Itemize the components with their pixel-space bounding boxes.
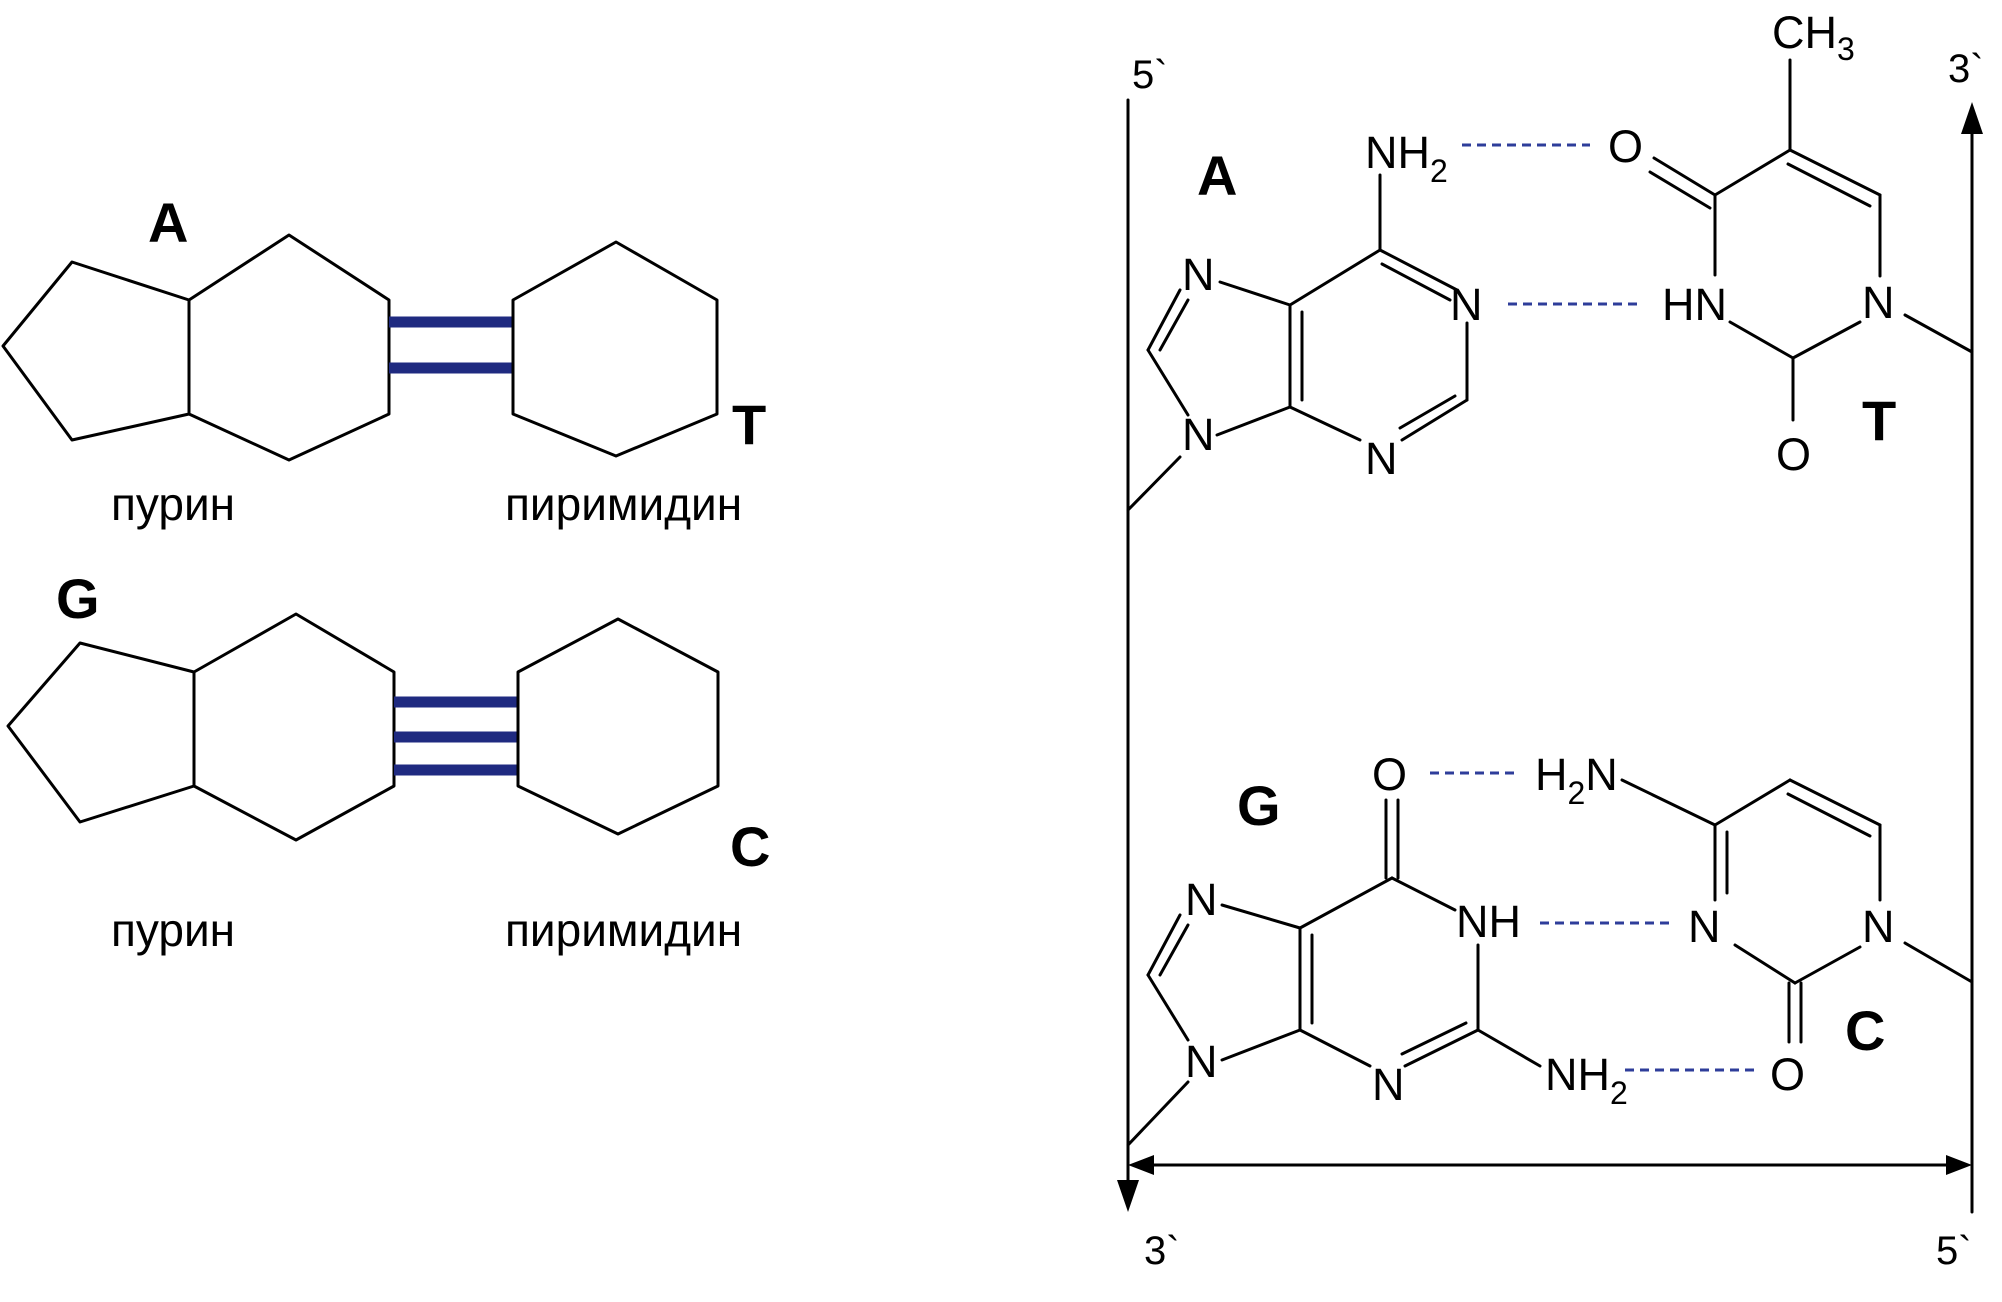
purine-label: пурин: [111, 478, 235, 530]
atom-label: H2N: [1535, 749, 1618, 811]
atom-label: N: [1185, 874, 1218, 925]
strand-end-label: 5`: [1936, 1229, 1972, 1273]
dna-strands: 5` 3` 3` 5`: [1117, 47, 1984, 1273]
purine-hexagon: [187, 233, 391, 462]
atom-label: NH2: [1365, 127, 1448, 189]
atom-label: N: [1372, 1059, 1405, 1110]
arrowhead-left-icon: [1128, 1155, 1154, 1175]
guanine-label: G: [1237, 774, 1281, 837]
atom-label: O: [1776, 429, 1811, 480]
purine-pentagon: [1, 260, 191, 442]
pyrimidine-letter: T: [732, 393, 766, 456]
thymine-structure: O HN N O CH3: [1608, 7, 1974, 480]
atom-label: N: [1450, 279, 1483, 330]
atom-label: N: [1365, 433, 1398, 484]
atom-label: NH: [1456, 896, 1521, 947]
strand-end-label: 3`: [1144, 1229, 1180, 1273]
purine-letter: G: [56, 567, 100, 630]
atom-label: O: [1608, 121, 1643, 172]
purine-hexagon: [192, 612, 396, 842]
atom-label: O: [1770, 1049, 1805, 1100]
purine-pentagon: [6, 641, 196, 824]
adenine-thymine-pair: A N N N N NH2: [1126, 7, 1974, 512]
arrowhead-down-icon: [1117, 1180, 1139, 1212]
arrowhead-up-icon: [1961, 102, 1983, 134]
guanine-cytosine-pair: G N N N NH O NH2: [1126, 749, 1974, 1147]
guanine-structure: N N N NH O NH2: [1126, 749, 1628, 1147]
atom-label: N: [1862, 901, 1895, 952]
atom-label: N: [1862, 277, 1895, 328]
schematic-pair-at: A T пурин пиримидин: [1, 191, 766, 530]
pyrimidine-hexagon: [516, 617, 720, 836]
strand-end-label: 5`: [1132, 53, 1168, 97]
atom-label: N: [1185, 1036, 1218, 1087]
atom-label: O: [1372, 749, 1407, 800]
cytosine-structure: H2N N N O: [1535, 749, 1974, 1100]
adenine-structure: N N N N NH2: [1126, 127, 1483, 512]
atom-label: N: [1182, 249, 1215, 300]
pyrimidine-letter: C: [730, 815, 770, 878]
schematic-pair-gc: G C пурин пиримидин: [6, 567, 770, 956]
pyrimidine-label: пиримидин: [505, 478, 742, 530]
pyrimidine-label: пиримидин: [505, 904, 742, 956]
arrowhead-right-icon: [1946, 1155, 1972, 1175]
strand-end-label: 3`: [1948, 47, 1984, 91]
purine-letter: A: [148, 191, 188, 254]
thymine-label: T: [1862, 389, 1896, 452]
atom-label: N: [1182, 409, 1215, 460]
atom-label: N: [1688, 901, 1721, 952]
adenine-label: A: [1197, 144, 1237, 207]
purine-label: пурин: [111, 904, 235, 956]
atom-label: CH3: [1772, 7, 1855, 67]
pyrimidine-hexagon: [511, 240, 719, 458]
atom-label: NH2: [1545, 1049, 1628, 1111]
atom-label: HN: [1662, 279, 1727, 330]
cytosine-label: C: [1845, 999, 1885, 1062]
